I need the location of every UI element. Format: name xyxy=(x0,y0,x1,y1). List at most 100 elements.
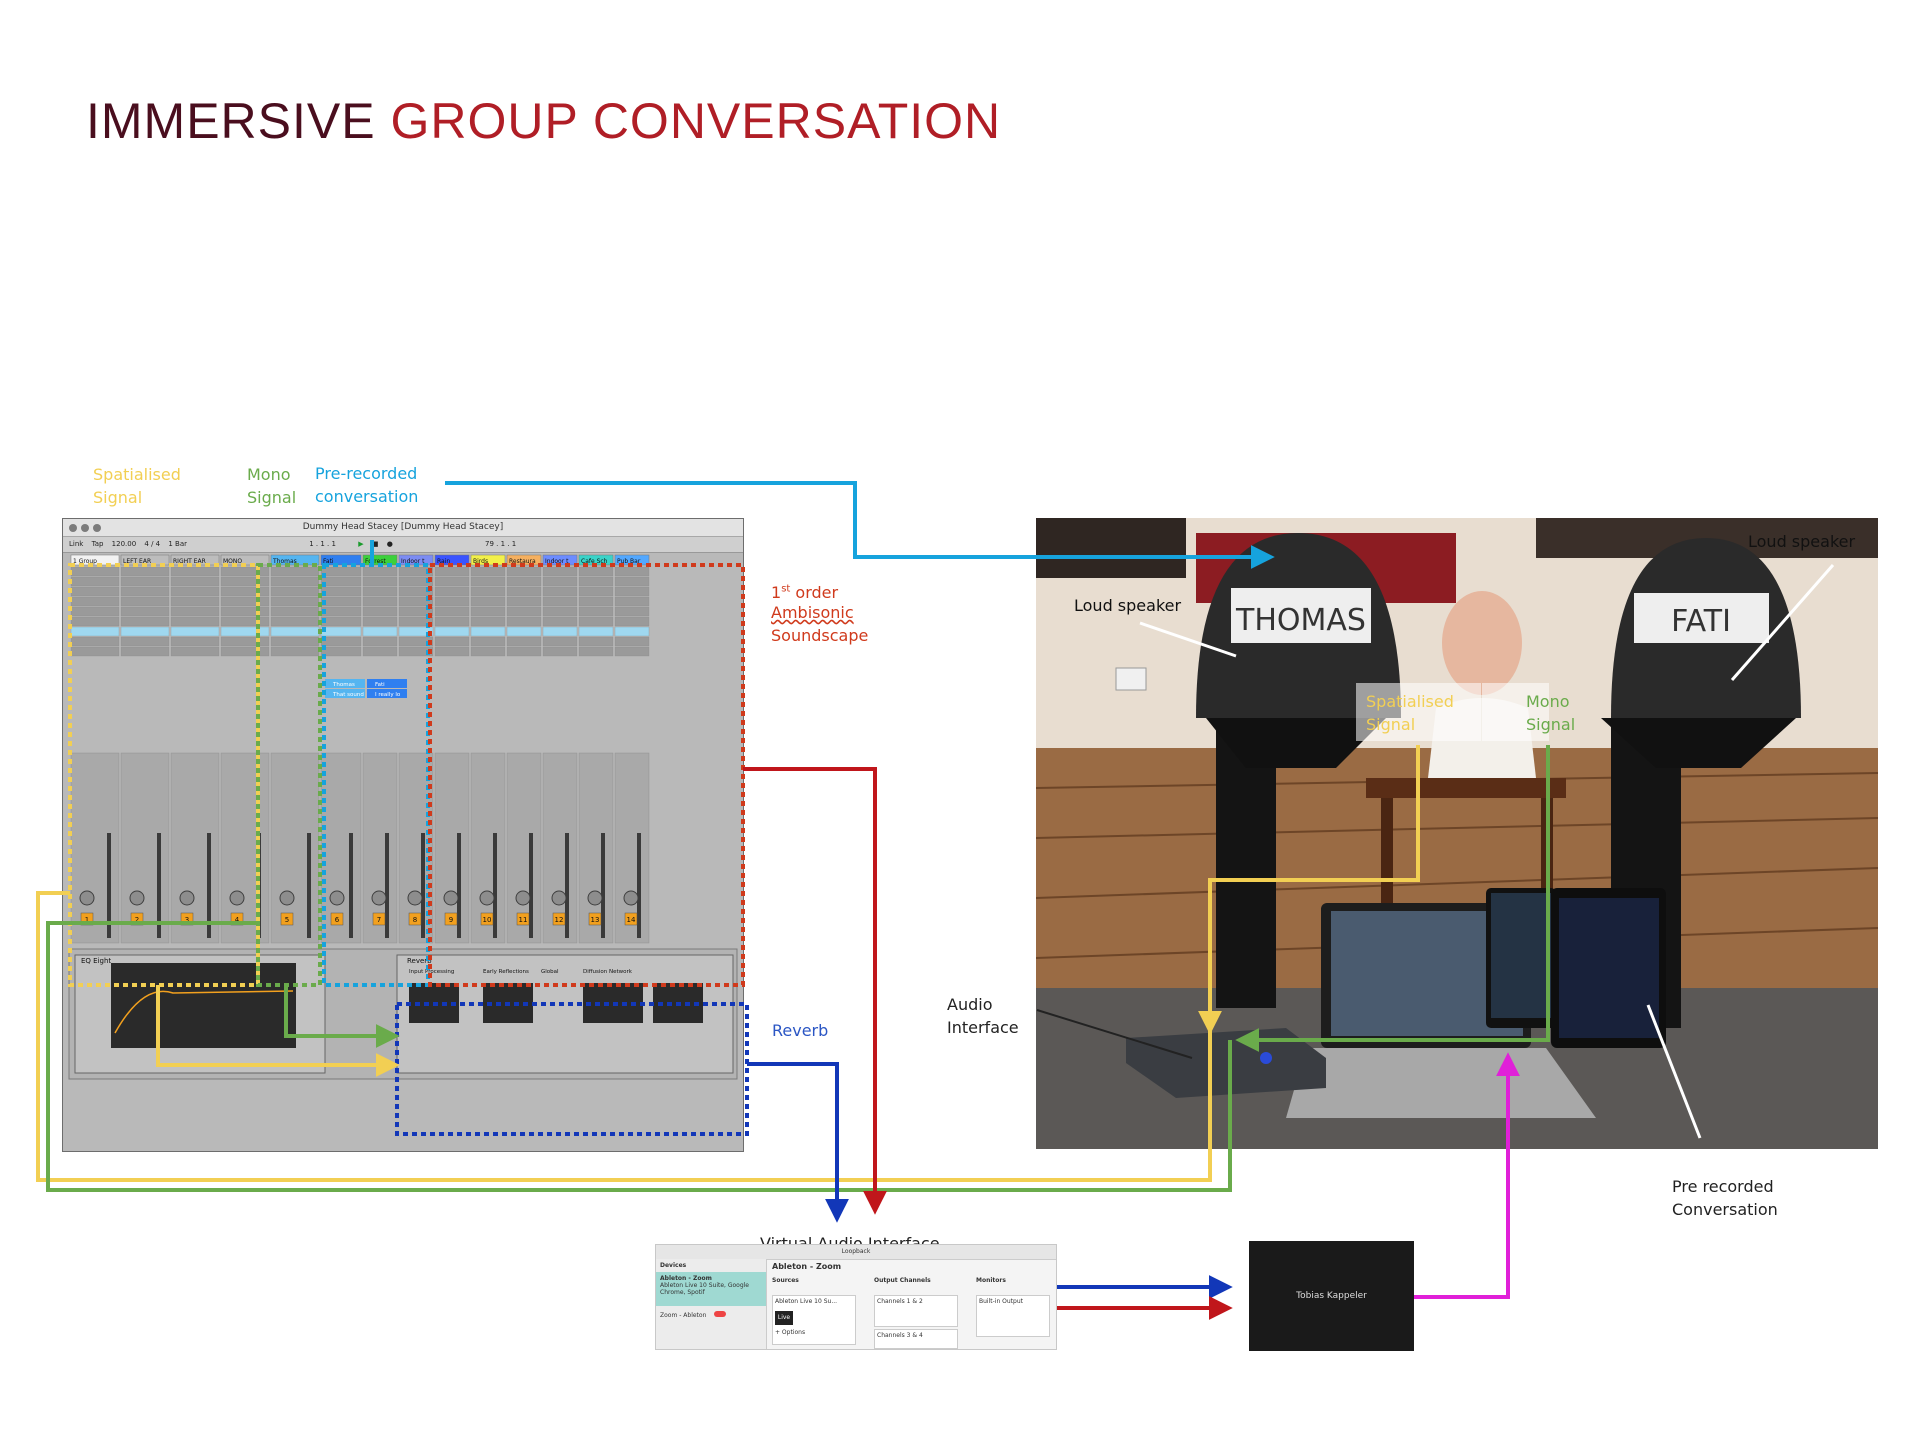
clip-slot xyxy=(398,586,434,597)
clip-slot xyxy=(470,566,506,577)
clip-slot xyxy=(70,576,120,587)
ableton-window-title: Dummy Head Stacey [Dummy Head Stacey] xyxy=(302,522,504,532)
clip-slot xyxy=(614,586,650,597)
clip-name: Fati xyxy=(375,682,385,688)
clip xyxy=(367,679,407,688)
reverb-section-label: Input Processing xyxy=(409,969,454,975)
clip-slot xyxy=(270,626,320,637)
clip-slot xyxy=(70,636,120,647)
track-number: 1 xyxy=(85,916,89,924)
link-button[interactable]: Link xyxy=(69,540,84,548)
play-icon[interactable]: ▶ xyxy=(358,540,364,548)
track-number: 4 xyxy=(235,916,240,924)
loop-position-field[interactable]: 79 . 1 . 1 xyxy=(485,540,517,548)
meter xyxy=(421,833,425,938)
clip-slot xyxy=(470,616,506,627)
ableton-transport-bar: Link Tap 120.00 4 / 4 1 Bar 1 . 1 . 1 ▶ … xyxy=(63,537,743,553)
interface-led-icon xyxy=(1260,1052,1272,1064)
output-item-1: Channels 1 & 2 xyxy=(877,1298,923,1305)
clip-slot xyxy=(614,576,650,587)
clip-slot xyxy=(362,616,398,627)
tap-button[interactable]: Tap xyxy=(91,540,104,548)
clip-slot xyxy=(398,576,434,587)
track-number: 3 xyxy=(185,916,189,924)
meter xyxy=(207,833,211,938)
clip-slot xyxy=(614,636,650,647)
setup-photo: THOMAS FATI Spatialised Signal Mono Sign… xyxy=(1036,518,1878,1149)
clip-slot xyxy=(170,606,220,617)
device-item-ableton-zoom[interactable]: Ableton - Zoom Ableton Live 10 Suite, Go… xyxy=(656,1272,766,1306)
clip-slot xyxy=(320,616,362,627)
clip-slot xyxy=(614,596,650,607)
clip-slot xyxy=(578,566,614,577)
ableton-titlebar: Dummy Head Stacey [Dummy Head Stacey] xyxy=(63,519,743,537)
eq-display xyxy=(111,963,296,1048)
title-part-2: GROUP CONVERSATION xyxy=(390,93,1002,149)
zoom-dot-icon[interactable] xyxy=(93,524,101,532)
pan-knob-icon xyxy=(623,890,639,906)
photo-label-loud-speaker-left: Loud speaker xyxy=(1074,596,1182,615)
output-card-2[interactable]: Channels 3 & 4 xyxy=(874,1329,958,1349)
laptop-base xyxy=(1286,1048,1596,1118)
track-number: 7 xyxy=(377,916,381,924)
monitor-card[interactable]: Built-in Output xyxy=(976,1295,1050,1337)
clip-slot xyxy=(470,576,506,587)
clip-slot xyxy=(120,566,170,577)
track-name: Cafe Sch xyxy=(581,558,608,565)
clip-slot xyxy=(70,646,120,657)
toggle-icon[interactable] xyxy=(714,1311,727,1317)
tv-unit xyxy=(1036,518,1186,578)
meter xyxy=(107,833,111,938)
photo-label-loud-speaker-right: Loud speaker xyxy=(1748,532,1856,551)
quantize-field[interactable]: 1 Bar xyxy=(168,540,188,548)
track-name: Forrest xyxy=(365,558,386,565)
track-name: Indoor t xyxy=(401,558,425,565)
loopback-sidebar: Devices Ableton - Zoom Ableton Live 10 S… xyxy=(656,1259,767,1349)
clip-slot xyxy=(614,616,650,627)
close-dot-icon[interactable] xyxy=(69,524,77,532)
arrangement-position-field[interactable]: 1 . 1 . 1 xyxy=(309,540,336,548)
device-sub: Ableton Live 10 Suite, Google Chrome, Sp… xyxy=(660,1282,750,1296)
clip-slot xyxy=(270,576,320,587)
track-number: 8 xyxy=(413,916,417,924)
clip-slot xyxy=(120,646,170,657)
meter xyxy=(565,833,569,938)
clip-slot xyxy=(542,616,578,627)
mixer-strip xyxy=(220,752,270,944)
clip-slot xyxy=(578,576,614,587)
photo-mono-box xyxy=(1482,683,1549,741)
loopback-main-title: Ableton - Zoom xyxy=(772,1262,842,1271)
clip-slot xyxy=(578,596,614,607)
mixer-strip xyxy=(170,752,220,944)
power-socket xyxy=(1115,667,1147,691)
clip-slot xyxy=(542,606,578,617)
clip-slot xyxy=(398,606,434,617)
output-card-1[interactable]: Channels 1 & 2 xyxy=(874,1295,958,1327)
clip-slot xyxy=(470,586,506,597)
side-table xyxy=(1366,778,1566,798)
time-signature-field[interactable]: 4 / 4 xyxy=(144,540,161,548)
tempo-field[interactable]: 120.00 xyxy=(111,540,137,548)
options-link[interactable]: + Options xyxy=(775,1329,806,1336)
clip-slot xyxy=(70,566,120,577)
clip-slot xyxy=(434,616,470,627)
clip-slot xyxy=(434,566,470,577)
minimize-dot-icon[interactable] xyxy=(81,524,89,532)
device-item-zoom-ableton[interactable]: Zoom - Ableton xyxy=(656,1306,766,1324)
clip-slot xyxy=(120,576,170,587)
clip-name: That sound xyxy=(332,692,364,698)
clip-slot xyxy=(170,566,220,577)
monitor-item: Built-in Output xyxy=(979,1298,1023,1305)
mixer-strip xyxy=(120,752,170,944)
ableton-live-window: Dummy Head Stacey [Dummy Head Stacey] Li… xyxy=(62,518,744,1152)
clip-slot xyxy=(220,596,270,607)
source-card[interactable]: Ableton Live 10 Su... Live + Options xyxy=(772,1295,856,1345)
col-monitors: Monitors xyxy=(976,1277,1006,1284)
stop-icon[interactable]: ■ xyxy=(371,540,379,548)
reverb-section-label: Global xyxy=(541,969,559,975)
clip-slot xyxy=(220,576,270,587)
clip-slot xyxy=(506,596,542,607)
clip-slot xyxy=(542,626,578,637)
clip-slot xyxy=(506,576,542,587)
record-icon[interactable]: ● xyxy=(386,540,393,548)
